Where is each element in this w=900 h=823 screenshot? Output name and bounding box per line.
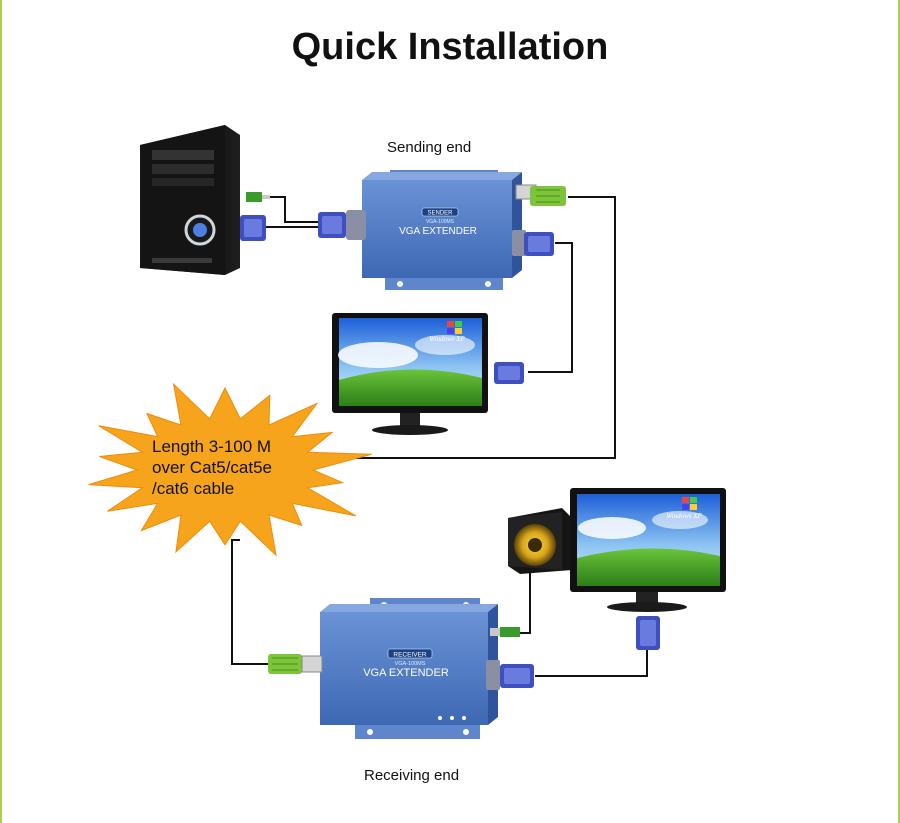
audio-cable-pc — [262, 196, 330, 223]
remote-monitor-icon — [570, 488, 726, 612]
callout-line: Length 3-100 M — [152, 437, 272, 456]
rj45-plug-icon — [515, 184, 566, 206]
vga-connector-icon — [318, 210, 366, 240]
vga-connector-icon — [486, 660, 534, 690]
receiving-end-label: Receiving end — [364, 767, 460, 784]
page-title: Quick Installation — [291, 26, 609, 68]
sender-name: VGA EXTENDER — [399, 226, 477, 237]
local-monitor-icon — [332, 313, 488, 435]
vga-cable-remote-monitor — [535, 648, 648, 677]
callout-line: /cat6 cable — [152, 479, 235, 498]
rj45-plug-icon — [268, 654, 323, 674]
sender-badge: SENDER — [427, 211, 453, 217]
sending-end-label: Sending end — [387, 139, 472, 156]
vga-cable-local-monitor — [528, 242, 573, 373]
callout-line: over Cat5/cat5e — [152, 458, 273, 477]
vga-connector-icon — [636, 616, 660, 650]
monitor-brand-remote: Windows XP — [666, 512, 702, 520]
cables — [231, 196, 648, 677]
vga-connector-icon — [494, 362, 524, 384]
sender-extender — [362, 170, 522, 290]
length-callout-burst — [88, 382, 372, 557]
vga-connector-icon — [512, 230, 554, 256]
audio-plug-icon — [246, 192, 270, 202]
receiver-name: VGA EXTENDER — [363, 667, 449, 679]
audio-plug-icon — [490, 627, 520, 637]
receiver-model: VGA-100MS — [395, 661, 426, 667]
speaker-icon — [508, 508, 572, 574]
sender-model: VGA-100MS — [426, 219, 455, 225]
pc-tower-icon — [140, 125, 240, 275]
length-callout-text: Length 3-100 M over Cat5/cat5e /cat6 cab… — [152, 436, 342, 499]
cat5-cable-bottom — [231, 539, 272, 665]
cat5-cable-top — [340, 196, 616, 459]
receiver-extender — [320, 598, 498, 739]
vga-connector-icon — [240, 215, 266, 241]
monitor-brand-local: Windows XP — [429, 335, 465, 343]
audio-cable-speaker — [520, 570, 531, 634]
receiver-badge: RECEIVER — [393, 652, 427, 659]
